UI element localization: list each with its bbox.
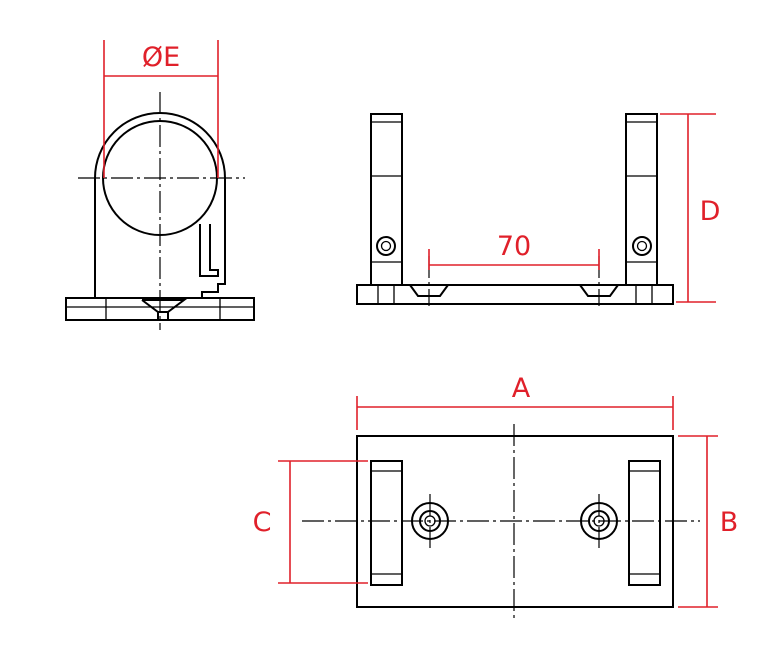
front-view <box>356 113 674 306</box>
label-diameter-e: ØE <box>142 42 180 73</box>
side-clamp-body <box>94 112 226 298</box>
side-screw <box>141 299 187 320</box>
label-height-d: D <box>700 196 721 227</box>
top-clamp-right <box>628 460 661 586</box>
side-clamp-slot <box>199 224 219 277</box>
dim-clamp-width-c: C <box>253 460 368 584</box>
label-length-a: A <box>512 373 531 404</box>
top-clamp-left <box>370 460 403 586</box>
front-bolt-left <box>376 236 396 256</box>
side-view <box>65 92 255 330</box>
dim-diameter-e: ØE <box>103 40 219 178</box>
label-hole-spacing: 70 <box>497 231 531 262</box>
label-clamp-width-c: C <box>253 507 272 538</box>
front-bolt-right <box>632 236 652 256</box>
front-upright-left <box>370 113 403 286</box>
front-base-plate <box>356 284 674 305</box>
dim-hole-spacing: 70 <box>428 231 600 270</box>
label-width-b: B <box>720 507 739 538</box>
dim-width-b: B <box>678 435 739 608</box>
front-upright-right <box>625 113 658 286</box>
top-view <box>302 424 700 620</box>
dim-height-d: D <box>660 113 721 303</box>
dim-length-a: A <box>356 373 674 430</box>
